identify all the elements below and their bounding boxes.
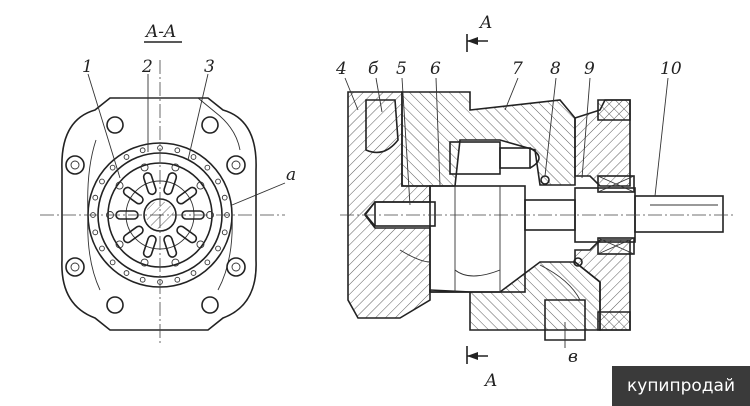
leader-4 [344,77,359,111]
port-hole [215,245,221,252]
port-hole [174,276,181,283]
port-hole [221,229,228,236]
port-hole [92,229,99,236]
label-3: 3 [204,57,215,77]
end-cap [597,99,631,331]
cut-arrowhead-top [467,37,478,45]
vane-tip [140,163,149,172]
flange-outline [61,97,257,331]
rotor-curve [454,269,501,277]
leader-7 [504,77,519,111]
vane-slot [176,225,198,244]
port-hole [204,164,211,171]
shaft-tip [363,201,376,227]
port-hole [139,147,146,154]
corner-bolts [65,116,246,314]
port-hole [99,245,105,252]
label-9: 9 [584,59,595,79]
port-hole [92,194,99,201]
vane-slot [176,186,198,205]
leader-6 [435,77,441,187]
cut-label-bottom: A [483,371,497,391]
bearing-upper-x [597,175,635,193]
vane-slot [163,234,178,258]
label-v: в [568,347,578,367]
port-hole [215,178,221,185]
label-2: 2 [141,57,153,77]
vane-tip [171,258,180,267]
label-8: 8 [550,59,561,79]
leader-3 [187,73,209,161]
port-hole [190,154,197,160]
port-hole [204,259,211,266]
label-5: 5 [396,59,407,79]
vane-tip [196,240,205,249]
vane-tip [171,163,180,172]
cut-label-top: A [478,13,492,33]
label-b: б [368,59,379,79]
vane-tip [115,240,124,249]
vane-tip [140,258,149,267]
vane-slot [122,225,144,244]
leader-a [231,182,286,206]
section-title: A-A [144,22,176,42]
bearing-upper [597,175,635,193]
inlet-passage-lower [399,249,431,263]
leader-8 [544,77,557,177]
bearing-lower [597,237,635,255]
vane-slot [122,186,144,205]
port-hole [99,178,105,185]
port-hole [123,270,130,276]
inlet-channel [365,99,399,154]
port-hole [123,154,130,160]
vane-slot [142,234,157,258]
piston-ball-end [529,147,540,169]
label-a: а [286,165,296,185]
shaft-rear [374,201,436,227]
piston-rod [499,147,531,169]
leader-b [375,77,383,113]
vane-slot [142,172,157,196]
label-10: 10 [660,59,682,79]
longitudinal-section: A A [335,13,735,391]
port-hole [174,147,181,154]
label-7: 7 [512,59,523,79]
port-hole [221,194,228,201]
outlet-passage [539,264,581,301]
bearing-lower-x [597,237,635,255]
housing-lower [429,261,601,331]
port-hole [190,270,197,276]
vane-tip [115,181,124,190]
port-hole [109,164,116,171]
vane-slot [163,172,178,196]
cut-arrowhead-bottom [467,352,478,360]
leader-5 [401,77,411,206]
leader-9 [581,77,591,179]
leader-1 [87,73,121,179]
label-6: 6 [430,59,441,79]
port-hole [109,259,116,266]
outlet-channel [544,299,586,341]
label-1: 1 [82,57,93,77]
vane-tip [196,181,205,190]
rotor-block [429,185,526,293]
leader-10 [654,77,669,197]
label-4: 4 [335,59,347,79]
watermark-logo: купипродай [612,366,750,406]
shaft-output [634,195,724,233]
seal-ring-lower [573,257,583,267]
section-view-a-a: A-A 1 2 3 [40,22,296,345]
port-hole [139,276,146,283]
